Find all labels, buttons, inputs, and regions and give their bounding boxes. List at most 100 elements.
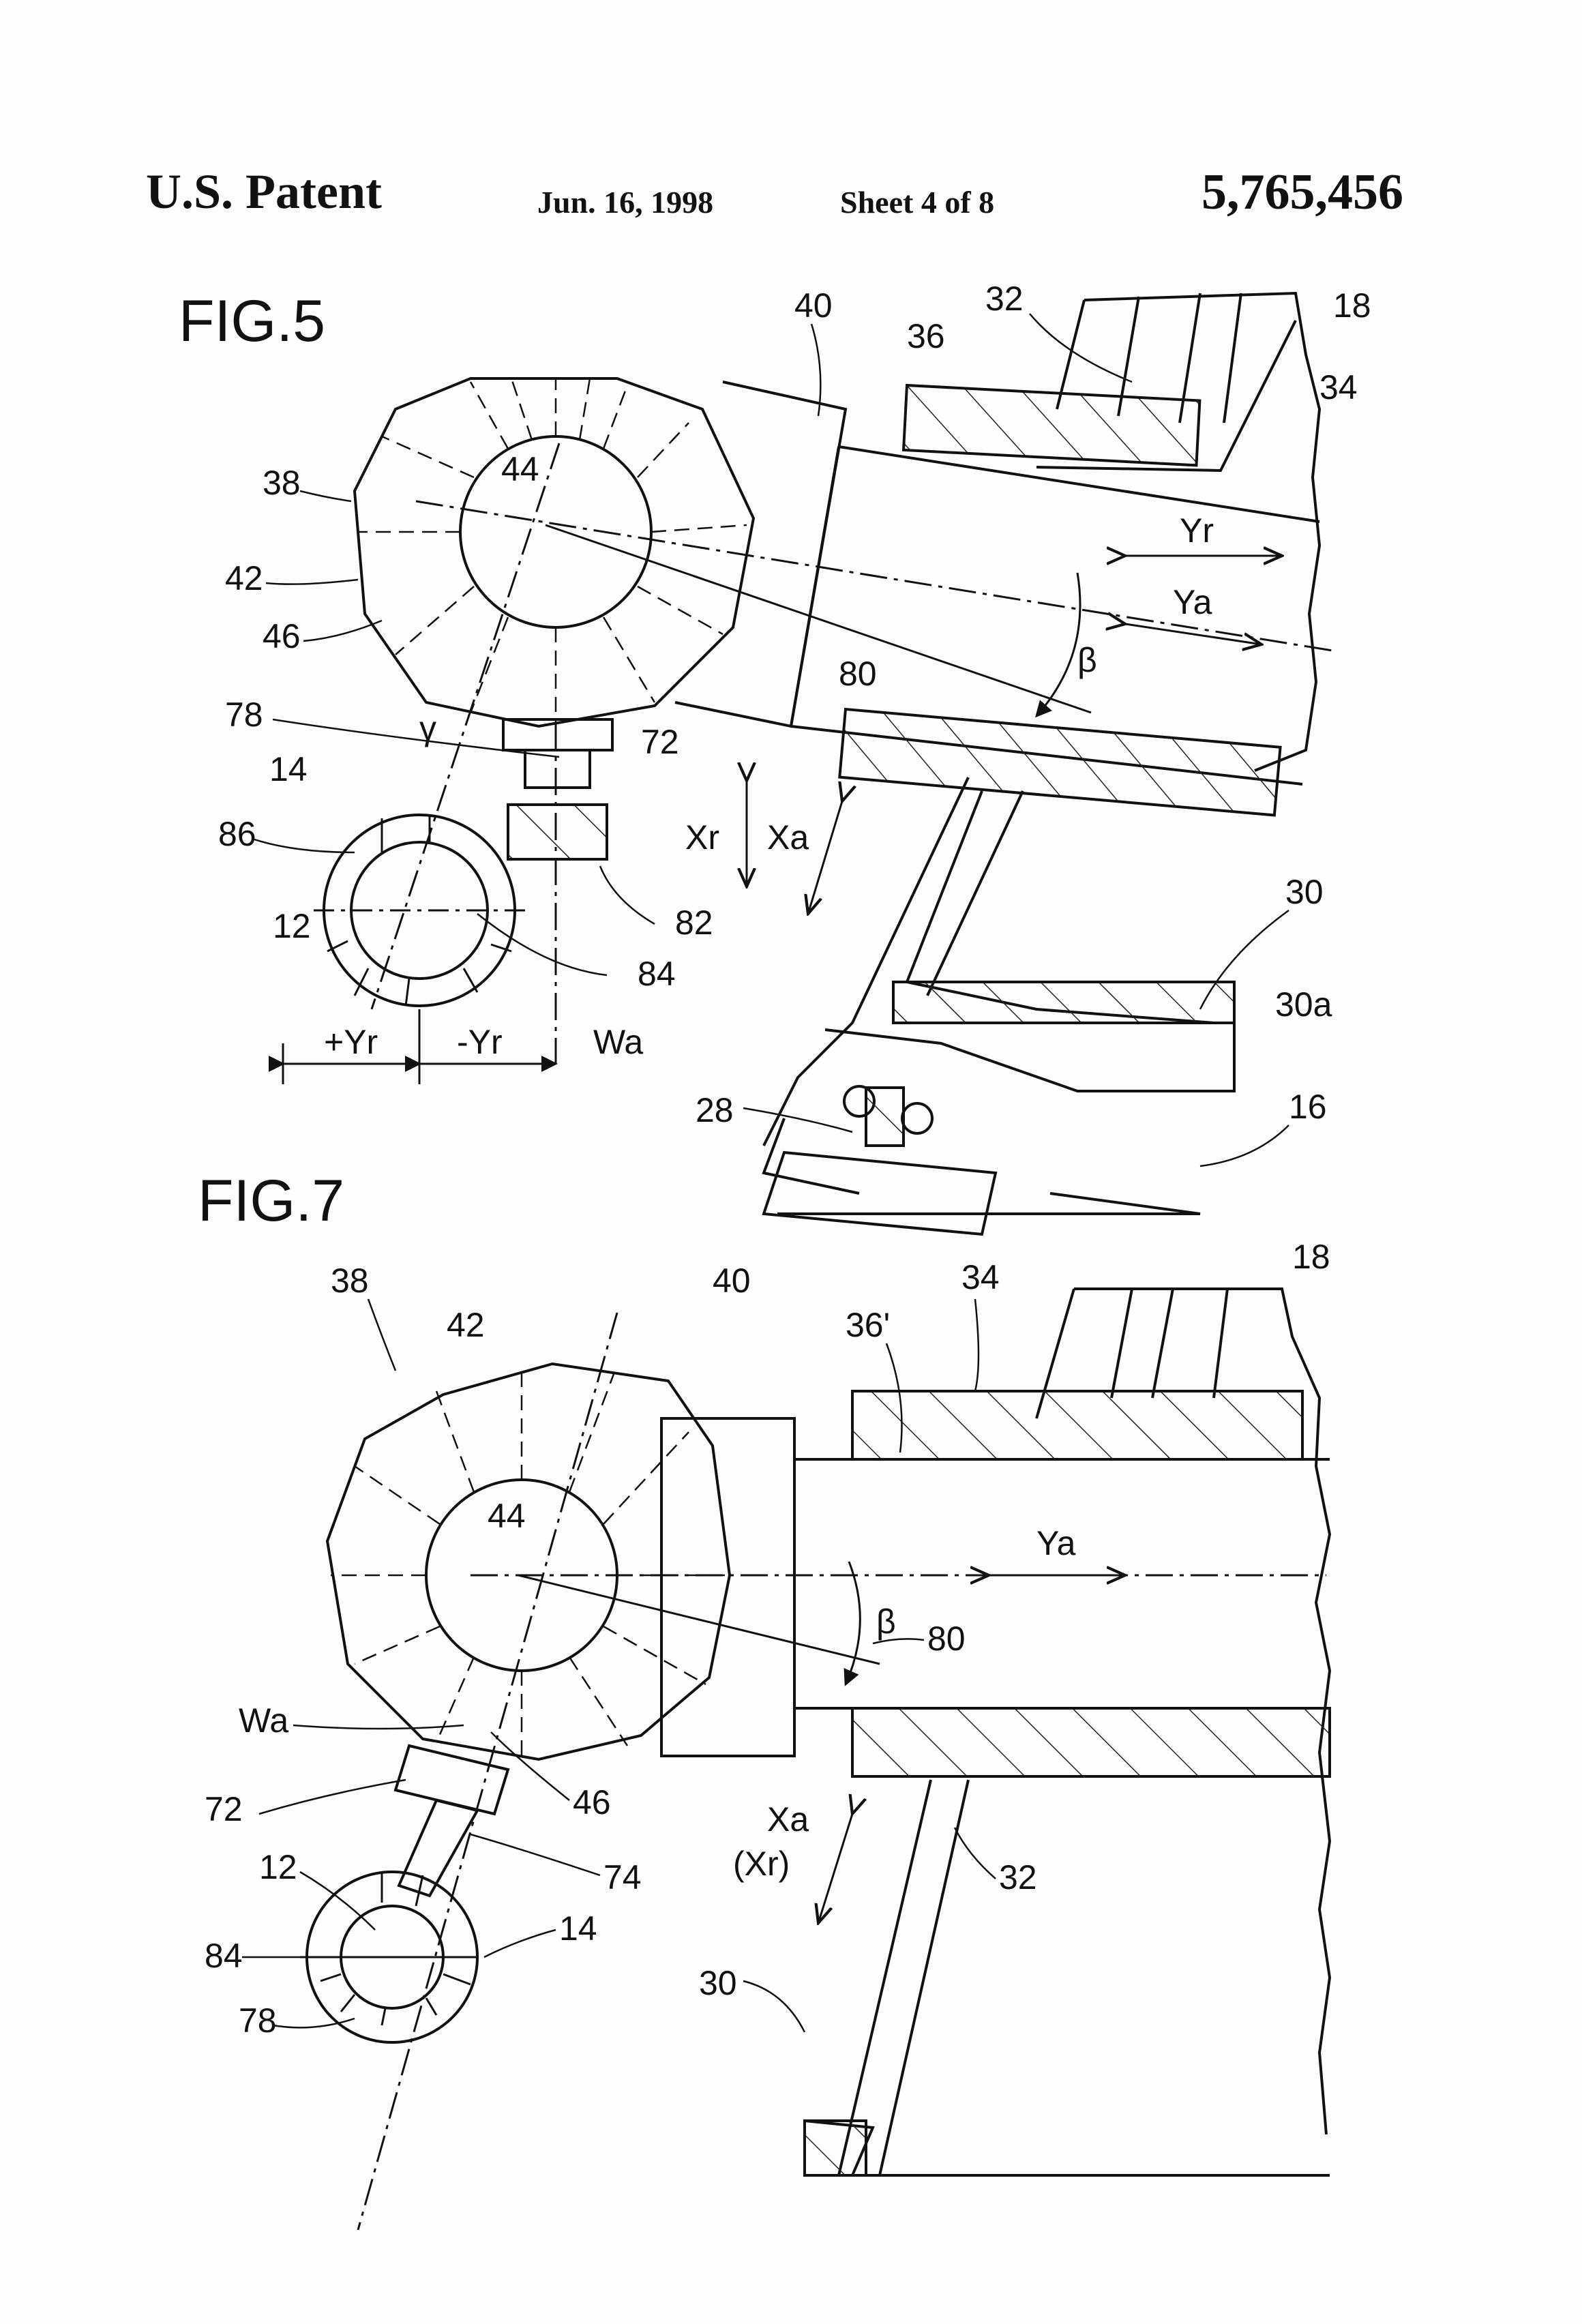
fig7-label-84: 84: [205, 1937, 243, 1975]
fig5-label-42: 42: [225, 559, 263, 597]
fig5-label-Xr: Xr: [685, 818, 719, 856]
fig5-label-80: 80: [839, 655, 877, 693]
fig5-label-78: 78: [225, 696, 263, 734]
fig5-wheel-segments: [358, 378, 747, 723]
fig5-label-30a: 30a: [1275, 985, 1332, 1024]
fig7-title: FIG.7: [198, 1168, 344, 1234]
fig5-arrow-Xa: [808, 801, 842, 914]
fig5-label-16: 16: [1289, 1088, 1327, 1126]
fig5-slide-30: [762, 777, 1236, 1146]
fig5-housing-outline: [1084, 291, 1322, 772]
header-title: U.S. Patent: [146, 164, 382, 219]
fig5-label-32: 32: [985, 280, 1024, 318]
fig7-label-Wa: Wa: [239, 1701, 288, 1740]
fig7-label-Xr: (Xr): [733, 1845, 790, 1883]
fig5-dresser-stem: [524, 749, 591, 789]
fig7-line-80: [518, 1574, 880, 1665]
fig5-line-80: [545, 524, 1092, 714]
fig5-housing-block-40: [674, 381, 848, 728]
header-sheet-number: Sheet 4 of 8: [840, 185, 995, 220]
fig5-label-minus-Yr: -Yr: [457, 1023, 503, 1061]
fig5-label-44: 44: [501, 450, 539, 488]
fig5-label-Ya: Ya: [1173, 583, 1212, 621]
fig7-grinding-wheel-38: [325, 1362, 732, 1761]
fig7-housing-outline: [1074, 1287, 1332, 2135]
fig5-base-16: [762, 1118, 1201, 1215]
fig5-title: FIG.5: [179, 288, 325, 354]
fig5-label-Xa: Xa: [767, 818, 809, 856]
fig7-hatched-guide-upper: [851, 1390, 1304, 1461]
fig7-angle-beta-arc: [844, 1561, 861, 1686]
fig5-label-36: 36: [907, 317, 945, 355]
fig7-label-42: 42: [447, 1306, 485, 1344]
fig5-hatched-slide: [892, 981, 1236, 1024]
fig7-axis-tool: [357, 1312, 618, 2231]
fig5-label-14: 14: [269, 750, 308, 788]
fig5-label-Wa: Wa: [593, 1023, 643, 1061]
fig5-workpiece-bore: [350, 841, 489, 980]
fig5-bracket-34: [1036, 320, 1297, 473]
fig5-label-46: 46: [263, 617, 301, 655]
fig5-workpiece-teeth: [327, 815, 512, 1007]
fig7-label-38: 38: [331, 1262, 369, 1300]
header-date: Jun. 16, 1998: [537, 185, 714, 220]
fig5-label-Yr: Yr: [1180, 511, 1214, 550]
fig7-label-46: 46: [573, 1783, 611, 1821]
fig7-label-32: 32: [999, 1858, 1037, 1896]
fig5-label-plus-Yr: +Yr: [324, 1023, 378, 1061]
fig7-label-72: 72: [205, 1790, 243, 1828]
fig5-label-28: 28: [696, 1091, 734, 1129]
fig5-label-38: 38: [263, 464, 301, 502]
fig7-label-34: 34: [961, 1258, 1000, 1296]
fig5: FIG.5: [179, 280, 1371, 1236]
fig7-housing-block-40: [660, 1417, 796, 1757]
fig7-label-Ya: Ya: [1036, 1524, 1076, 1562]
fig5-column-32: [1056, 293, 1242, 423]
fig5-grinding-wheel-38: [353, 377, 756, 728]
fig5-label-beta: β: [1077, 641, 1097, 679]
fig5-hatched-guide-upper: [901, 383, 1202, 467]
fig5-label-84: 84: [638, 955, 676, 993]
fig5-label-72: 72: [641, 723, 679, 761]
fig5-axis-tool: [370, 443, 561, 1010]
fig5-bearing-28: [762, 1150, 998, 1236]
fig7-label-beta: β: [876, 1603, 896, 1641]
fig7-hatched-slide-30: [803, 2119, 867, 2177]
fig7-label-78: 78: [239, 2001, 277, 2040]
fig5-label-18: 18: [1333, 286, 1371, 325]
fig5-angle-beta-arc: [1035, 572, 1081, 718]
fig5-arrow-Ya: [1125, 624, 1262, 644]
fig7-slide-32: [804, 1779, 1330, 2177]
fig7-label-74: 74: [603, 1858, 642, 1896]
fig5-wheel-hub: [459, 435, 653, 629]
fig7-label-36prime: 36': [846, 1306, 890, 1344]
fig5-dressing-tool-82: [507, 803, 608, 861]
fig5-bearing-race: [865, 1086, 905, 1147]
fig5-label-12: 12: [273, 907, 311, 945]
fig7-label-18: 18: [1292, 1238, 1330, 1276]
fig7-label-40: 40: [713, 1262, 751, 1300]
fig7: FIG.7: [198, 1168, 1332, 2231]
fig7-arrow-Xa: [818, 1814, 852, 1923]
fig7-column-upper: [1035, 1288, 1229, 1419]
fig7-wheel-segments: [331, 1371, 726, 1759]
fig7-label-12: 12: [259, 1848, 297, 1886]
fig7-dresser-stem-74: [397, 1798, 480, 1898]
header-patent-number: 5,765,456: [1202, 164, 1403, 220]
fig7-label-44: 44: [488, 1497, 526, 1535]
fig5-ball-2: [901, 1102, 934, 1135]
fig5-label-30: 30: [1285, 873, 1324, 911]
fig7-label-14: 14: [559, 1909, 597, 1948]
fig7-workpiece-teeth: [320, 1872, 471, 2026]
fig5-label-40: 40: [794, 286, 833, 325]
fig7-label-Xa: Xa: [767, 1800, 809, 1838]
fig7-label-80: 80: [927, 1620, 966, 1658]
fig7-spindle-housing: [793, 1458, 1330, 1710]
fig7-label-30: 30: [699, 1964, 737, 2002]
fig7-hatched-guide-lower: [851, 1707, 1331, 1778]
fig5-label-82: 82: [675, 904, 713, 942]
fig7-dresser-72: [393, 1744, 510, 1816]
fig5-label-86: 86: [218, 815, 256, 853]
